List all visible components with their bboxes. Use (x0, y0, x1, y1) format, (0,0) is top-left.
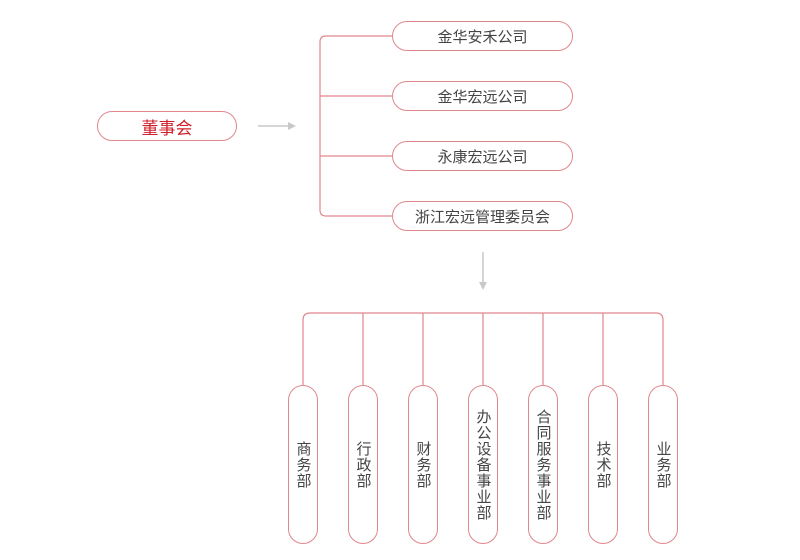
department-node: 商务部 (288, 385, 318, 544)
department-label: 技术部 (594, 440, 613, 489)
companies-bracket (319, 35, 392, 217)
board-node: 董事会 (97, 111, 237, 141)
department-label: 商务部 (294, 440, 313, 489)
department-label: 业务部 (654, 440, 673, 489)
department-node: 业务部 (648, 385, 678, 544)
company-label: 金华宏远公司 (437, 87, 528, 106)
right-arrow (258, 122, 296, 130)
company-label: 金华安禾公司 (437, 27, 528, 46)
department-node: 财务部 (408, 385, 438, 544)
company-node: 永康宏远公司 (392, 141, 573, 171)
department-label: 合同服务事业部 (534, 408, 553, 521)
company-label: 永康宏远公司 (437, 147, 528, 166)
department-label: 办公设备事业部 (474, 408, 493, 521)
company-node: 金华宏远公司 (392, 81, 573, 111)
board-label: 董事会 (141, 118, 193, 139)
department-node: 办公设备事业部 (468, 385, 498, 544)
department-label: 财务部 (414, 440, 433, 489)
company-node: 浙江宏远管理委员会 (392, 201, 573, 231)
department-label: 行政部 (354, 440, 373, 489)
department-node: 行政部 (348, 385, 378, 544)
company-label: 浙江宏远管理委员会 (414, 207, 550, 226)
company-node: 金华安禾公司 (392, 21, 573, 51)
department-node: 技术部 (588, 385, 618, 544)
department-node: 合同服务事业部 (528, 385, 558, 544)
down-arrow (479, 252, 487, 290)
